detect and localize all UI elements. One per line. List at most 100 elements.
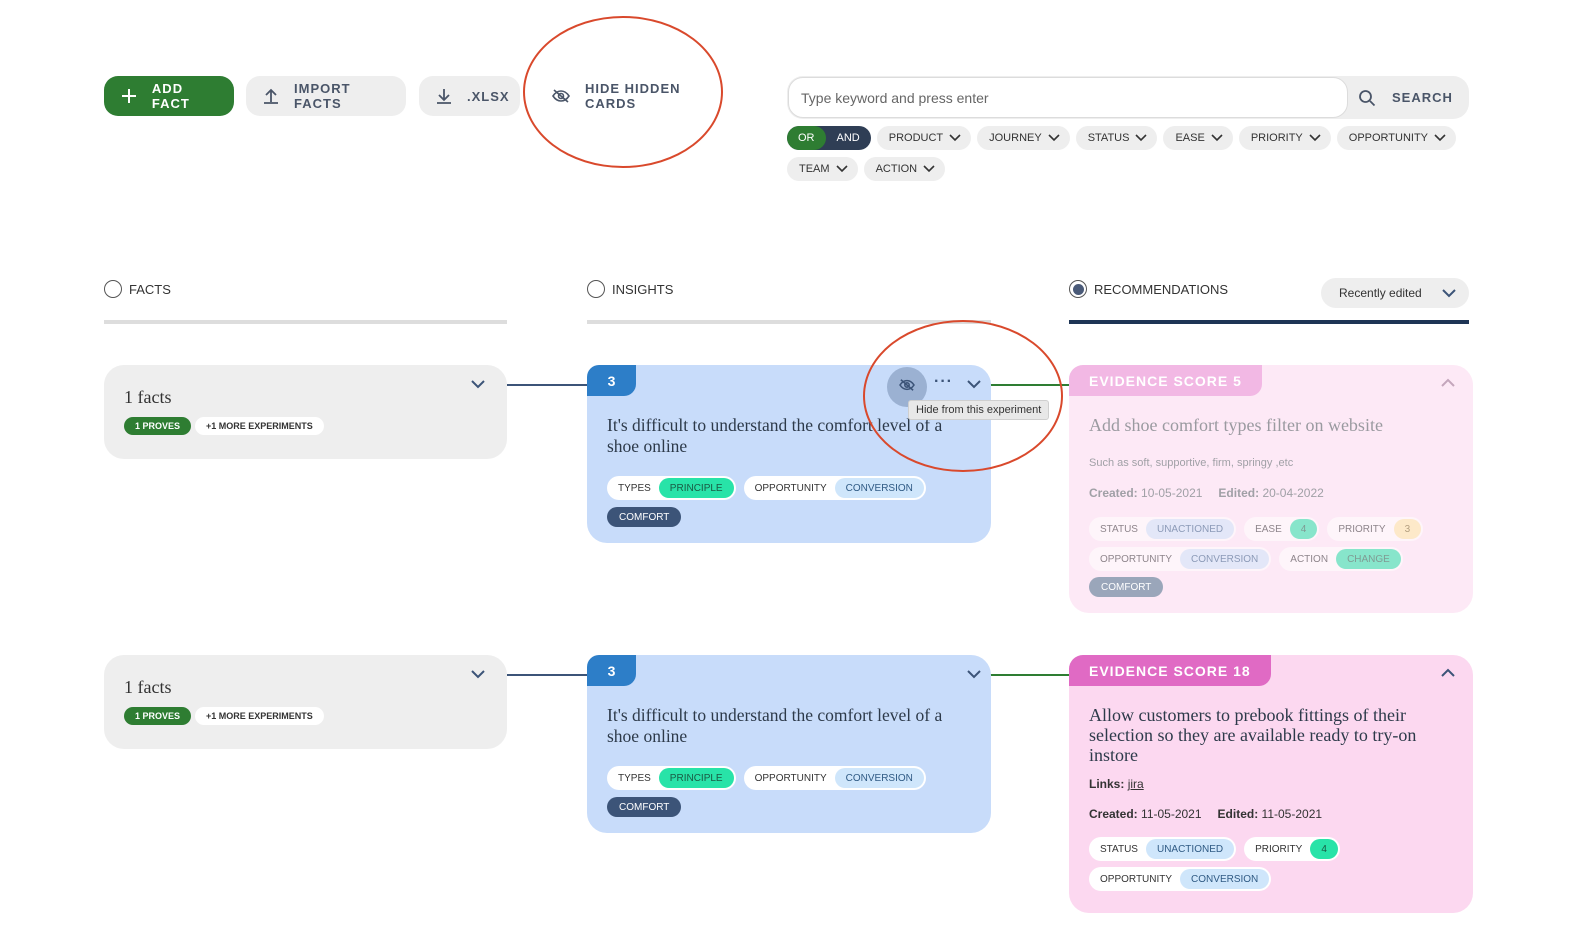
column-underline xyxy=(104,320,507,324)
filter-ease[interactable]: EASE xyxy=(1163,126,1233,150)
connector-line xyxy=(507,674,587,676)
tag-label: PRIORITY xyxy=(1338,523,1386,535)
fact-count: 1 facts xyxy=(124,387,172,407)
edited-label: Edited: xyxy=(1218,486,1260,500)
search-input[interactable] xyxy=(788,77,1348,118)
filter-opportunity[interactable]: OPPORTUNITY xyxy=(1336,126,1457,150)
filter-product[interactable]: PRODUCT xyxy=(876,126,972,150)
sort-dropdown[interactable]: Recently edited xyxy=(1321,278,1469,308)
tag-value: 4 xyxy=(1310,839,1338,859)
recommendation-card[interactable]: EVIDENCE SCORE 5 Add shoe comfort types … xyxy=(1069,365,1473,613)
filter-label: ACTION xyxy=(875,163,918,175)
created-label: Created: xyxy=(1089,807,1138,821)
links-label: Links: xyxy=(1089,777,1125,791)
evidence-score-badge: EVIDENCE SCORE 18 xyxy=(1069,655,1271,686)
chevron-down-icon xyxy=(949,134,961,142)
radio-icon xyxy=(587,280,605,298)
filter-label: JOURNEY xyxy=(989,132,1042,144)
radio-selected-icon xyxy=(1069,280,1087,298)
chevron-down-icon xyxy=(835,165,848,173)
tag-label: TYPES xyxy=(618,772,651,784)
insight-card[interactable]: 3 It's difficult to understand the comfo… xyxy=(587,655,991,833)
download-icon xyxy=(435,86,453,106)
column-tab-recommendations[interactable]: RECOMMENDATIONS xyxy=(1069,280,1228,298)
filter-team[interactable]: TEAM xyxy=(787,157,858,181)
filter-journey[interactable]: JOURNEY xyxy=(977,126,1070,150)
tag-label: TYPES xyxy=(618,482,651,494)
ease-tag: EASE 4 xyxy=(1244,517,1320,541)
or-and-toggle[interactable]: OR AND xyxy=(787,126,871,150)
toggle-and[interactable]: AND xyxy=(836,132,860,144)
chevron-down-icon xyxy=(923,165,935,173)
tag-value: 4 xyxy=(1289,519,1318,539)
status-tag: STATUS UNACTIONED xyxy=(1089,837,1237,861)
opportunity-tag: OPPORTUNITY CONVERSION xyxy=(743,766,926,790)
chevron-down-icon xyxy=(1434,134,1446,142)
search-bar: SEARCH xyxy=(787,76,1469,119)
tag-value: CONVERSION xyxy=(1180,549,1270,569)
import-facts-button[interactable]: IMPORT FACTS xyxy=(246,76,406,116)
tag-value: PRINCIPLE xyxy=(658,478,734,498)
filter-action[interactable]: ACTION xyxy=(863,157,946,181)
connector-line xyxy=(988,674,1069,676)
comfort-tag: COMFORT xyxy=(607,507,682,527)
tag-label: STATUS xyxy=(1100,843,1138,855)
edited-date: Edited: 11-05-2021 xyxy=(1218,807,1323,821)
tag-value: CONVERSION xyxy=(834,768,924,788)
evidence-score-badge: EVIDENCE SCORE 5 xyxy=(1069,365,1262,396)
more-experiments-badge[interactable]: +1 MORE EXPERIMENTS xyxy=(195,707,324,725)
tag-value: UNACTIONED xyxy=(1145,519,1235,539)
chevron-down-icon xyxy=(1135,134,1148,142)
tag-label: PRIORITY xyxy=(1255,843,1303,855)
toggle-or[interactable]: OR xyxy=(787,126,826,150)
chevron-down-icon[interactable] xyxy=(470,666,486,682)
tag-label: EASE xyxy=(1255,523,1282,535)
tag-value: CHANGE xyxy=(1336,549,1401,569)
created-label: Created: xyxy=(1089,486,1138,500)
insight-text: It's difficult to understand the comfort… xyxy=(607,705,943,746)
created-value: 11-05-2021 xyxy=(1141,807,1202,821)
fact-card[interactable]: 1 facts 1 PROVES +1 MORE EXPERIMENTS xyxy=(104,655,507,749)
edited-label: Edited: xyxy=(1217,807,1259,821)
comfort-tag: COMFORT xyxy=(607,797,682,817)
tag-label: OPPORTUNITY xyxy=(754,772,827,784)
add-fact-button[interactable]: ADD FACT xyxy=(104,76,234,116)
created-value: 10-05-2021 xyxy=(1141,486,1203,500)
fact-card[interactable]: 1 facts 1 PROVES +1 MORE EXPERIMENTS xyxy=(104,365,507,459)
filter-priority[interactable]: PRIORITY xyxy=(1238,126,1331,150)
tag-label: ACTION xyxy=(1290,553,1329,565)
annotation-circle xyxy=(863,320,1063,472)
insight-text: It's difficult to understand the comfort… xyxy=(607,415,943,456)
chevron-down-icon xyxy=(1441,285,1457,304)
tag-value: UNACTIONED xyxy=(1145,839,1235,859)
search-icon xyxy=(1358,89,1376,107)
search-button[interactable]: SEARCH xyxy=(1358,76,1453,119)
created-date: Created: 11-05-2021 xyxy=(1089,807,1202,821)
filter-label: OPPORTUNITY xyxy=(1348,132,1429,144)
more-experiments-badge[interactable]: +1 MORE EXPERIMENTS xyxy=(195,417,324,435)
column-tab-facts[interactable]: FACTS xyxy=(104,280,171,298)
column-label: INSIGHTS xyxy=(612,281,674,297)
chevron-up-icon[interactable] xyxy=(1440,665,1456,681)
jira-link[interactable]: jira xyxy=(1127,777,1144,791)
filter-label: STATUS xyxy=(1087,132,1130,144)
export-xlsx-button[interactable]: .XLSX xyxy=(419,76,520,116)
created-date: Created: 10-05-2021 xyxy=(1089,486,1202,500)
recommendation-card[interactable]: EVIDENCE SCORE 18 Allow customers to pre… xyxy=(1069,655,1473,913)
chevron-up-icon[interactable] xyxy=(1440,375,1456,391)
chevron-down-icon[interactable] xyxy=(470,376,486,392)
tag-label: OPPORTUNITY xyxy=(1100,553,1173,565)
tag-label: OPPORTUNITY xyxy=(754,482,827,494)
add-fact-label: ADD FACT xyxy=(151,81,190,111)
priority-tag: PRIORITY 4 xyxy=(1244,837,1340,861)
chevron-down-icon[interactable] xyxy=(966,666,982,682)
edited-value: 20-04-2022 xyxy=(1262,486,1324,500)
fact-count: 1 facts xyxy=(124,677,172,697)
column-tab-insights[interactable]: INSIGHTS xyxy=(587,280,673,298)
search-button-label: SEARCH xyxy=(1392,90,1453,105)
recommendation-title: Allow customers to prebook fittings of t… xyxy=(1089,705,1417,765)
filter-status[interactable]: STATUS xyxy=(1075,126,1158,150)
